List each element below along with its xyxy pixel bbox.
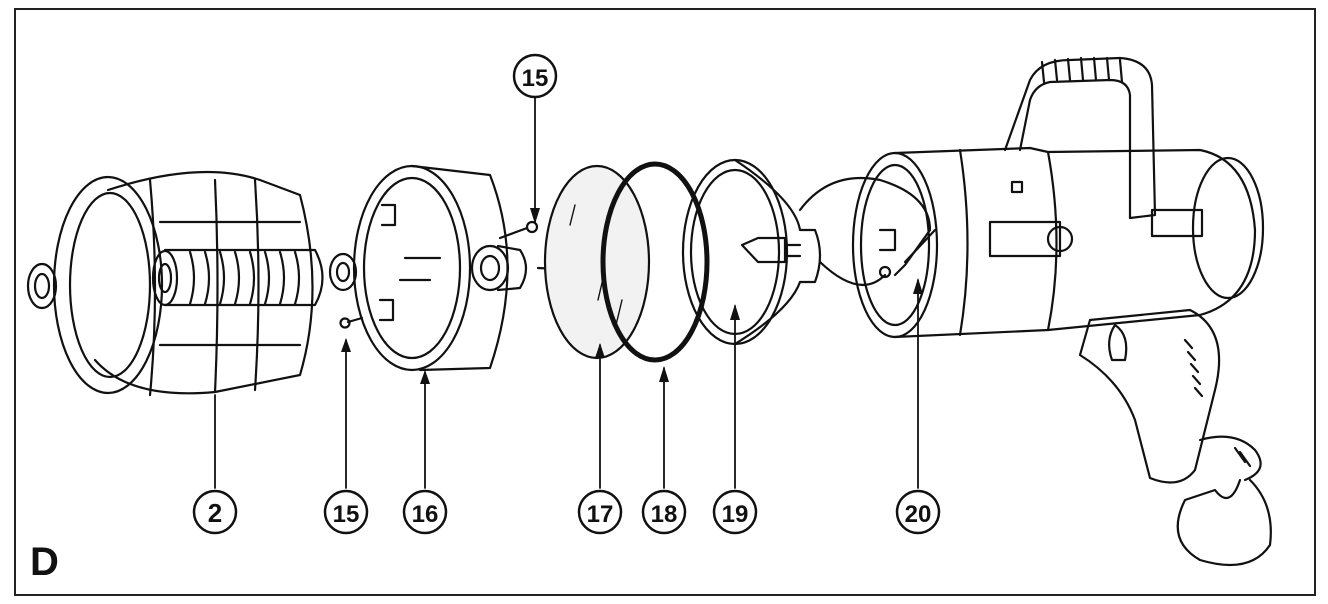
callout-20-label: 20: [905, 501, 932, 528]
part-19-reflector: [681, 158, 822, 346]
callout-18-label: 18: [651, 501, 678, 528]
callout-15-bottom-label: 15: [333, 501, 360, 528]
callout-16-label: 16: [412, 501, 439, 528]
callout-17-label: 17: [587, 501, 614, 528]
screw-15-bottom: [339, 316, 364, 329]
leader-lines: [214, 97, 919, 489]
callout-15-bottom: 15: [323, 489, 369, 535]
callout-19: 19: [712, 489, 758, 535]
callout-19-label: 19: [722, 501, 749, 528]
part-18-seal-ring: [600, 161, 710, 363]
part-17-lens: [543, 164, 651, 360]
figure-frame: [14, 8, 1316, 596]
callout-2-label: 2: [208, 498, 222, 528]
callout-18: 18: [641, 489, 687, 535]
leader-arrowheads: [341, 208, 923, 384]
callout-16: 16: [402, 489, 448, 535]
callout-2: 2: [192, 489, 238, 535]
part-20-lamp-body: [798, 56, 1272, 567]
figure-letter: D: [30, 540, 59, 584]
part-2-front-hood: [26, 170, 324, 397]
callouts: 2 15 15 16 17 18: [192, 53, 941, 535]
screw-15-top: [498, 220, 539, 240]
part-16-bezel-ring: [328, 164, 582, 372]
callout-15-top: 15: [512, 53, 558, 99]
callout-17: 17: [577, 489, 623, 535]
callout-20: 20: [895, 489, 941, 535]
callout-15-top-label: 15: [522, 65, 549, 92]
